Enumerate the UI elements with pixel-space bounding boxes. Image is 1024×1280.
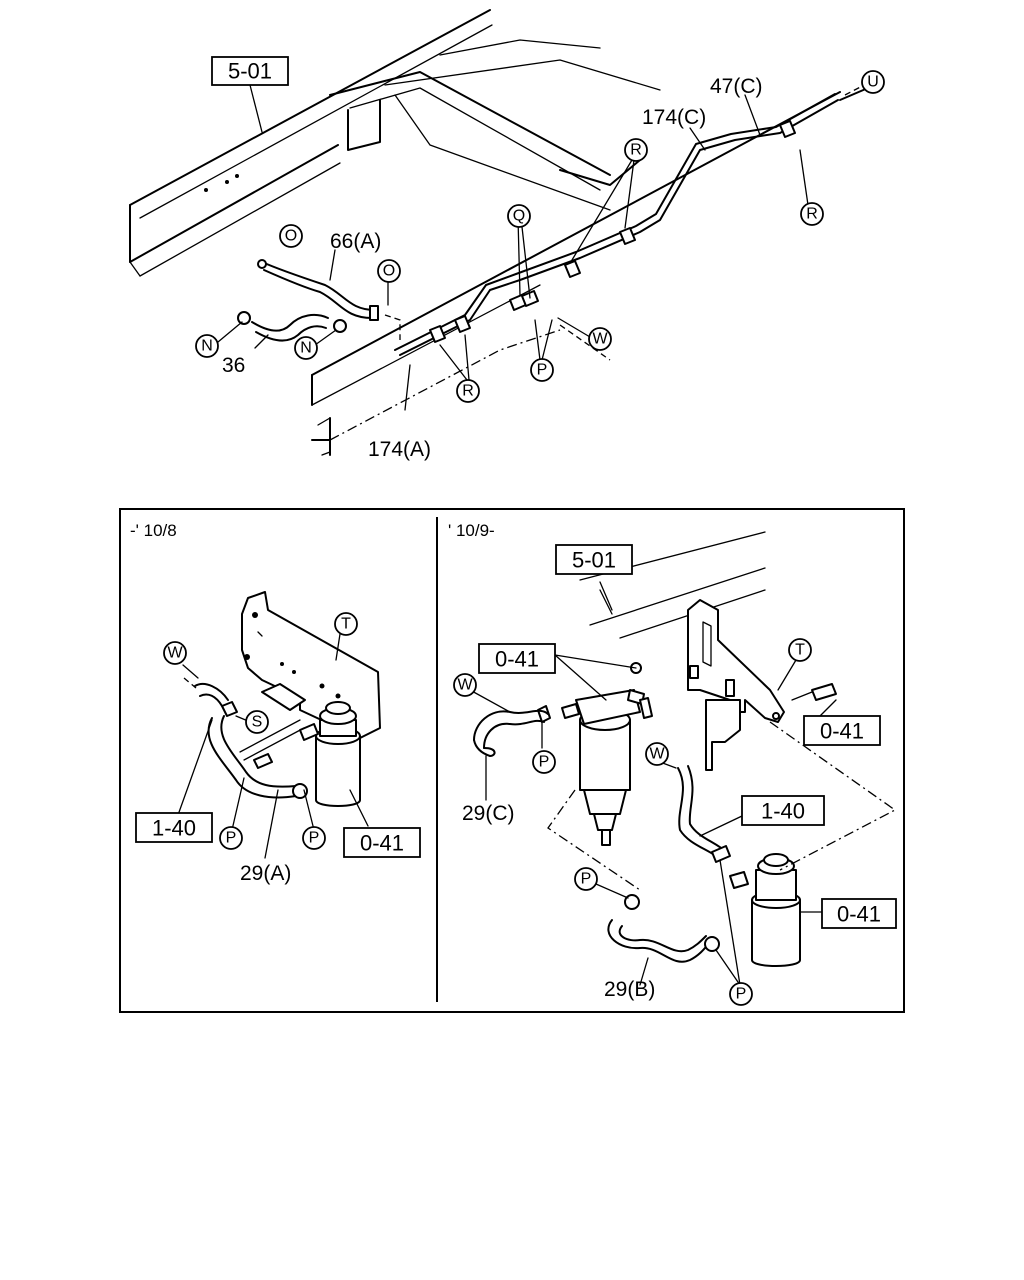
svg-text:T: T xyxy=(341,616,351,633)
left-period-label: -' 10/8 xyxy=(130,521,177,540)
svg-text:N: N xyxy=(300,340,312,357)
svg-text:O: O xyxy=(383,263,395,280)
right-period-label: ' 10/9- xyxy=(448,521,495,540)
left-callout-w: W xyxy=(163,641,187,665)
right-callout-p-hose: P xyxy=(574,867,598,891)
fuel-lines-drawing xyxy=(217,81,871,411)
left-callout-p-left: P xyxy=(219,826,243,850)
svg-text:Q: Q xyxy=(513,208,525,225)
label-174a: 174(A) xyxy=(368,438,431,461)
right-ref-box-0-41-filter-text: 0-41 xyxy=(837,902,881,927)
svg-text:S: S xyxy=(252,714,263,731)
detail-panel-frame xyxy=(119,508,905,1013)
left-callout-s: S xyxy=(245,710,269,734)
svg-text:P: P xyxy=(539,754,550,771)
right-callout-p-bottom: P xyxy=(729,982,753,1006)
callout-w: W xyxy=(588,327,612,351)
svg-text:P: P xyxy=(309,830,320,847)
ref-box-5-01-top xyxy=(211,56,289,86)
right-ref-box-1-40-text: 1-40 xyxy=(761,799,805,824)
svg-text:P: P xyxy=(581,871,592,888)
callout-n-left: N xyxy=(195,334,219,358)
right-callout-p-filter: P xyxy=(532,750,556,774)
label-29b: 29(B) xyxy=(604,978,655,1001)
callout-r-right: R xyxy=(800,202,824,226)
callout-u: U xyxy=(861,70,885,94)
right-ref-box-0-41-top xyxy=(478,643,556,674)
svg-text:T: T xyxy=(795,642,805,659)
left-callout-p-right: P xyxy=(302,826,326,850)
label-66a: 66(A) xyxy=(330,230,381,253)
clamp-r-marks xyxy=(429,120,796,343)
right-ref-box-0-41-top-text: 0-41 xyxy=(495,647,539,672)
svg-text:W: W xyxy=(167,645,183,662)
left-bracket-and-filter-drawing xyxy=(177,591,381,859)
svg-text:W: W xyxy=(649,746,665,763)
svg-text:R: R xyxy=(806,206,818,223)
callout-n-right: N xyxy=(294,336,318,360)
right-ref-box-5-01 xyxy=(555,544,633,575)
label-29a: 29(A) xyxy=(240,862,291,885)
callout-o-right: O xyxy=(377,259,401,283)
label-29c: 29(C) xyxy=(462,802,515,825)
left-ref-box-1-40-text: 1-40 xyxy=(152,816,196,841)
svg-text:O: O xyxy=(285,228,297,245)
callout-q: Q xyxy=(507,204,531,228)
right-ref-box-1-40 xyxy=(741,795,825,826)
svg-text:U: U xyxy=(867,74,879,91)
label-36: 36 xyxy=(222,354,245,377)
svg-text:N: N xyxy=(201,338,213,355)
left-callout-t: T xyxy=(334,612,358,636)
svg-text:R: R xyxy=(462,383,474,400)
svg-text:W: W xyxy=(592,331,608,348)
right-filter-assembly-drawing xyxy=(469,531,897,986)
svg-text:W: W xyxy=(457,677,473,694)
callout-r-lower: R xyxy=(456,379,480,403)
right-ref-box-5-01-text: 5-01 xyxy=(572,548,616,573)
right-callout-t: T xyxy=(788,638,812,662)
svg-text:P: P xyxy=(226,830,237,847)
label-47c: 47(C) xyxy=(710,75,763,98)
right-ref-box-0-41-bolt xyxy=(803,715,881,746)
svg-text:P: P xyxy=(736,986,747,1003)
ref-box-5-01-top-text: 5-01 xyxy=(228,59,272,84)
left-ref-box-0-41 xyxy=(343,827,421,858)
callout-p: P xyxy=(530,358,554,382)
left-ref-box-0-41-text: 0-41 xyxy=(360,831,404,856)
label-174c: 174(C) xyxy=(642,106,706,129)
right-callout-w-upper: W xyxy=(453,673,477,697)
right-ref-box-0-41-filter xyxy=(821,898,897,929)
right-ref-box-0-41-bolt-text: 0-41 xyxy=(820,719,864,744)
right-callout-w-lower: W xyxy=(645,742,669,766)
left-ref-box-1-40 xyxy=(135,812,213,843)
callout-r-upper: R xyxy=(624,138,648,162)
svg-text:R: R xyxy=(630,142,642,159)
svg-text:P: P xyxy=(537,362,548,379)
callout-o-left: O xyxy=(279,224,303,248)
